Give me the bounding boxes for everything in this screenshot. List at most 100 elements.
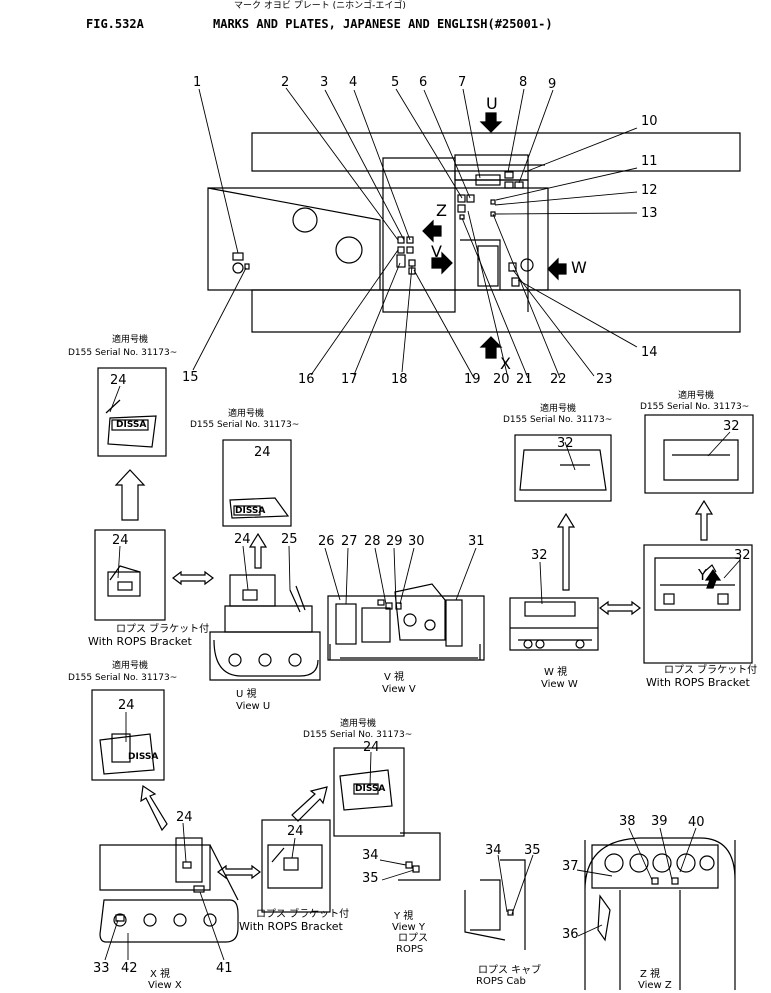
engine-bay bbox=[382, 157, 456, 313]
callout-24-f: 24 bbox=[176, 810, 193, 825]
view-v-jp: V 視 bbox=[384, 672, 405, 683]
plate-text-a: DISSA bbox=[116, 420, 147, 430]
arrow-x bbox=[479, 336, 503, 359]
plate-text-b: DISSA bbox=[235, 506, 266, 516]
arrow-y bbox=[704, 568, 722, 589]
view-x-jp: X 視 bbox=[150, 969, 171, 980]
callout-22: 22 bbox=[550, 372, 567, 387]
view-v-drawing bbox=[327, 583, 485, 661]
callout-34-y: 34 bbox=[362, 848, 379, 863]
serial-jp-d: 適用号機 bbox=[678, 391, 715, 401]
callout-39: 39 bbox=[651, 814, 668, 829]
figure-title: MARKS AND PLATES, JAPANESE AND ENGLISH(#… bbox=[213, 17, 553, 31]
view-letter-y: Y bbox=[698, 566, 708, 584]
callout-3: 3 bbox=[320, 75, 329, 90]
callout-2: 2 bbox=[281, 75, 290, 90]
callout-33: 33 bbox=[93, 961, 110, 976]
arrow-w bbox=[547, 257, 567, 281]
callout-36: 36 bbox=[562, 927, 579, 942]
plate-1 bbox=[232, 252, 244, 261]
view-y-en: View Y bbox=[392, 922, 426, 933]
leaders-details bbox=[104, 385, 741, 961]
callout-25: 25 bbox=[281, 532, 298, 547]
serial-jp-c: 適用号機 bbox=[540, 404, 577, 414]
callout-42: 42 bbox=[121, 961, 138, 976]
callout-24-g: 24 bbox=[287, 824, 304, 839]
serial-text-b: D155 Serial No. 31173~ bbox=[190, 420, 300, 430]
callout-15: 15 bbox=[182, 370, 199, 385]
japanese-title: マーク オヨビ プレート (ニホンゴ-エイゴ) bbox=[234, 1, 406, 11]
cab-side bbox=[455, 179, 529, 312]
callout-32-c: 32 bbox=[723, 419, 740, 434]
arrow-up-w bbox=[556, 512, 576, 591]
view-u-jp: U 視 bbox=[236, 689, 257, 700]
callout-41: 41 bbox=[216, 961, 233, 976]
serial-text-f: D155 Serial No. 31173~ bbox=[303, 730, 413, 740]
circle-hatch-1 bbox=[292, 207, 318, 233]
callout-18: 18 bbox=[391, 372, 408, 387]
callout-34-cab: 34 bbox=[485, 843, 502, 858]
view-w-drawing bbox=[509, 597, 599, 651]
arrow-up-b bbox=[248, 532, 268, 569]
callout-26: 26 bbox=[318, 534, 335, 549]
callout-24-a: 24 bbox=[110, 373, 127, 388]
detail-32-serial-rops bbox=[644, 414, 754, 494]
view-z-jp: Z 視 bbox=[640, 969, 661, 980]
double-arrow-1 bbox=[172, 570, 214, 586]
detail-24-serial-d bbox=[333, 747, 405, 837]
view-x-en: View X bbox=[148, 980, 182, 991]
view-z-drawing bbox=[584, 837, 736, 990]
callout-24-h: 24 bbox=[363, 740, 380, 755]
arrow-u bbox=[479, 112, 503, 133]
detail-24-serial-a bbox=[97, 367, 167, 521]
plate-text-d: DISSA bbox=[355, 784, 386, 794]
callout-37: 37 bbox=[562, 859, 579, 874]
rops-cab-drawing bbox=[464, 859, 526, 950]
leaders-plan bbox=[192, 87, 638, 379]
callout-35-cab: 35 bbox=[524, 843, 541, 858]
callout-4: 4 bbox=[349, 75, 358, 90]
rops-bracket-jp-c: ロプス ブラケット付 bbox=[256, 909, 350, 920]
callout-7: 7 bbox=[458, 75, 467, 90]
callout-38: 38 bbox=[619, 814, 636, 829]
callout-28: 28 bbox=[364, 534, 381, 549]
view-u-drawing bbox=[209, 574, 321, 681]
callout-13: 13 bbox=[641, 206, 658, 221]
view-z-en: View Z bbox=[638, 980, 672, 991]
double-arrow-3 bbox=[217, 864, 261, 880]
callout-23: 23 bbox=[596, 372, 613, 387]
view-y-jp2: ロプス bbox=[398, 933, 428, 944]
view-v-en: View V bbox=[382, 684, 416, 695]
rops-bracket-en-b: With ROPS Bracket bbox=[646, 676, 750, 689]
view-w-jp: W 視 bbox=[544, 667, 568, 678]
main-body bbox=[207, 187, 549, 291]
view-y-drawing bbox=[398, 832, 441, 881]
view-letter-v: V bbox=[431, 242, 442, 261]
arrow-z bbox=[422, 219, 442, 243]
callout-20: 20 bbox=[493, 372, 510, 387]
callout-32-d: 32 bbox=[734, 548, 751, 563]
callout-17: 17 bbox=[341, 372, 358, 387]
double-arrow-2 bbox=[599, 600, 641, 616]
view-letter-x: X bbox=[500, 354, 511, 373]
serial-text-d: D155 Serial No. 31173~ bbox=[640, 402, 750, 412]
figure-number: FIG.532A bbox=[86, 17, 144, 31]
callout-27: 27 bbox=[341, 534, 358, 549]
serial-jp-b: 適用号機 bbox=[228, 409, 265, 419]
callout-31: 31 bbox=[468, 534, 485, 549]
arrow-up-24a bbox=[114, 469, 146, 521]
plate-text-c: DISSA bbox=[128, 752, 159, 762]
detail-24-serial-b bbox=[222, 439, 292, 527]
view-cab-jp: ロプス キャブ bbox=[478, 965, 542, 976]
detail-24-serial-c bbox=[91, 689, 165, 781]
callout-29: 29 bbox=[386, 534, 403, 549]
callout-10: 10 bbox=[641, 114, 658, 129]
plate-7 bbox=[475, 174, 501, 186]
callout-21: 21 bbox=[516, 372, 533, 387]
cab-top bbox=[454, 154, 529, 181]
circle-hatch-2 bbox=[335, 236, 363, 264]
rops-bracket-32 bbox=[643, 544, 753, 664]
serial-text-e: D155 Serial No. 31173~ bbox=[68, 673, 178, 683]
